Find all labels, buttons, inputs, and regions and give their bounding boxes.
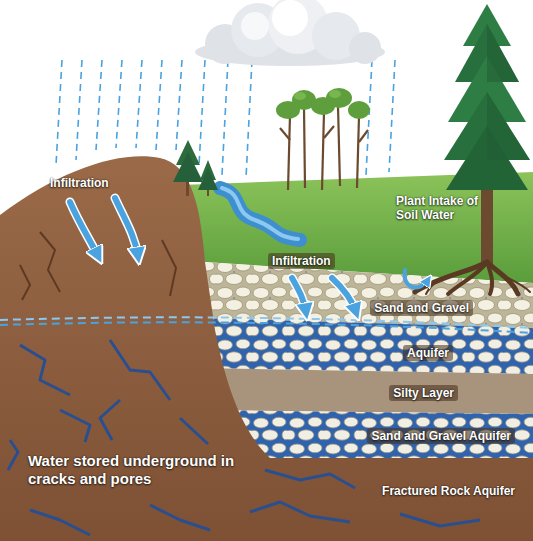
- layer-label: Aquifer: [403, 345, 453, 361]
- process-label: Infiltration: [50, 176, 109, 190]
- rain: [56, 60, 395, 178]
- layer-label: Fractured Rock Aquifer: [382, 484, 515, 498]
- layer-label: Sand and Gravel: [370, 300, 473, 316]
- rock-crack: [20, 232, 176, 300]
- layer-label: Silty Layer: [389, 385, 458, 401]
- cloud: [195, 0, 385, 66]
- deciduous-tree: [276, 88, 370, 190]
- rock-hill: [0, 156, 533, 541]
- process-label: Plant Intake of Soil Water: [396, 194, 484, 223]
- silty-layer: [200, 368, 533, 414]
- small-pine: [173, 140, 218, 196]
- process-label: Infiltration: [268, 253, 335, 269]
- infiltration-arrow: [70, 198, 428, 312]
- pine-tree: [444, 4, 530, 264]
- region-label: Water stored underground in cracks and p…: [28, 452, 243, 488]
- river: [220, 188, 300, 240]
- water-table: [0, 317, 533, 333]
- tree-roots: [415, 262, 530, 294]
- layer-label: Sand and Gravel Aquifer: [367, 428, 515, 444]
